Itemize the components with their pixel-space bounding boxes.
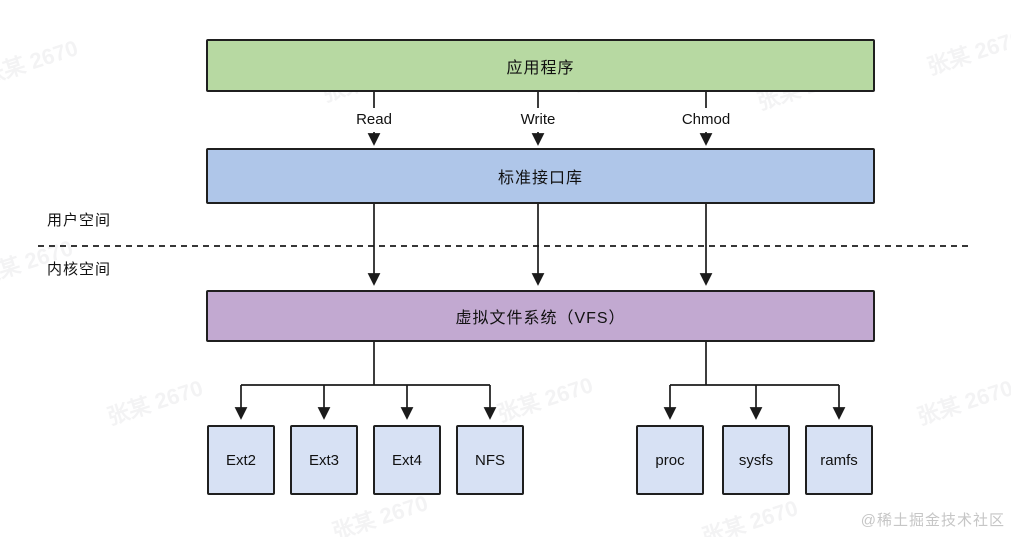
application-box: 应用程序 [206, 39, 875, 92]
syscall-label-write: Write [520, 111, 556, 128]
vfs-box: 虚拟文件系统（VFS） [206, 290, 875, 342]
kernel-space-label: 内核空间 [47, 261, 112, 278]
syscall-label-read: Read [356, 111, 392, 128]
community-credit: @稀土掘金技术社区 [860, 512, 1005, 529]
filesystem-box-ramfs: ramfs [805, 425, 873, 495]
filesystem-box-ext3: Ext3 [290, 425, 358, 495]
filesystem-box-ext2: Ext2 [207, 425, 275, 495]
user-space-label: 用户空间 [47, 212, 112, 229]
filesystem-box-proc: proc [636, 425, 704, 495]
standard-interface-box: 标准接口库 [206, 148, 875, 204]
syscall-label-chmod: Chmod [681, 111, 731, 128]
filesystem-box-sysfs: sysfs [722, 425, 790, 495]
filesystem-box-nfs: NFS [456, 425, 524, 495]
filesystem-box-ext4: Ext4 [373, 425, 441, 495]
